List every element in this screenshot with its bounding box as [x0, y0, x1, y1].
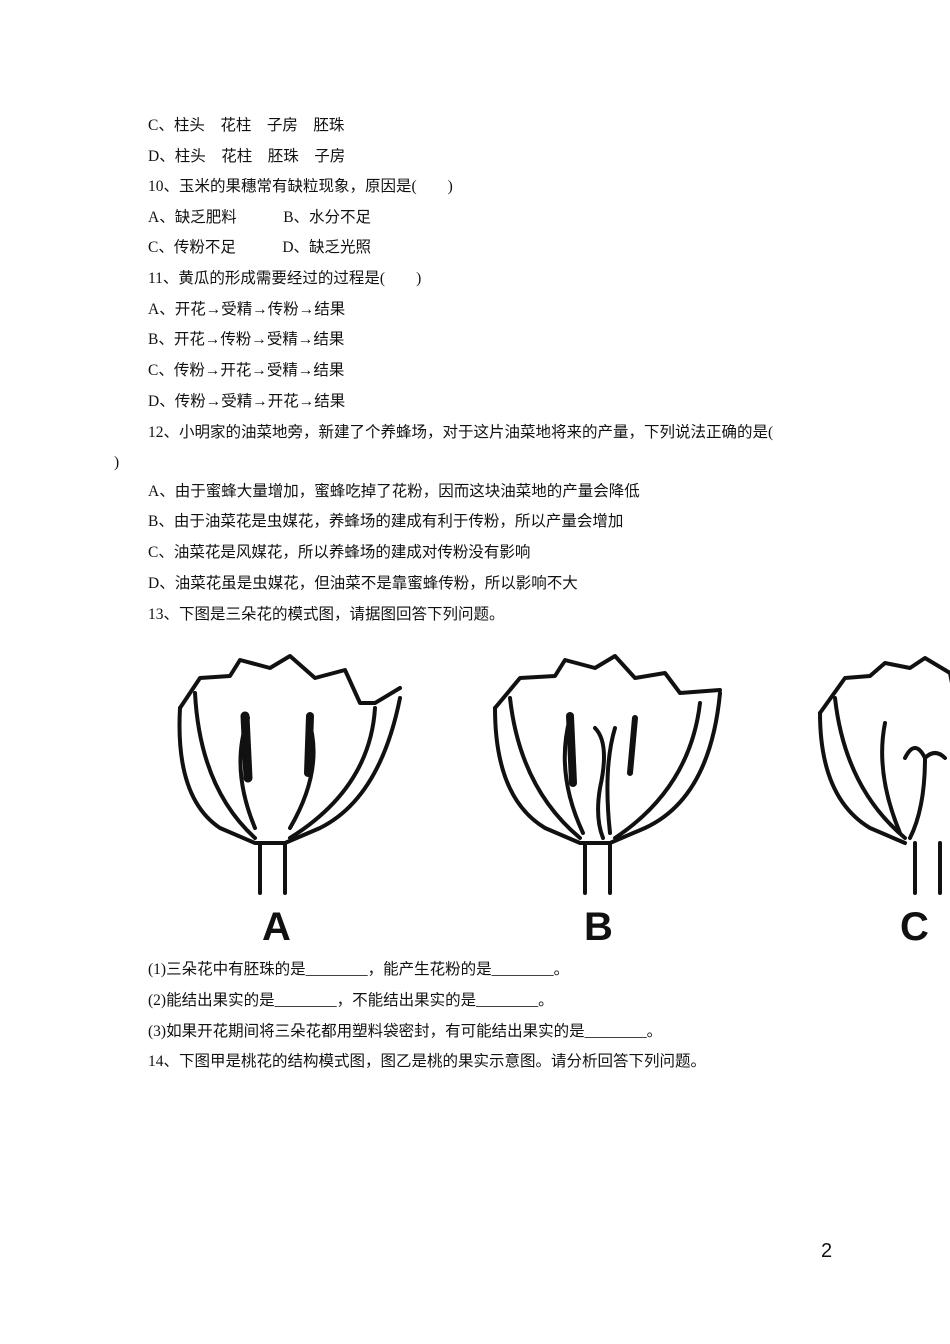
- option-9c: C、柱头 花柱 子房 胚珠: [148, 117, 345, 134]
- option-11c: C、传粉→开花→受精→结果: [148, 362, 345, 379]
- question-13: 13、下图是三朵花的模式图，请据图回答下列问题。: [148, 606, 505, 623]
- question-11: 11、黄瓜的形成需要经过的过程是( ): [148, 270, 422, 287]
- question-14: 14、下图甲是桃花的结构模式图，图乙是桃的果实示意图。请分析回答下列问题。: [148, 1053, 707, 1070]
- question-12-cont: ): [114, 454, 120, 471]
- option-11a: A、开花→受精→传粉→结果: [148, 301, 346, 318]
- question-13-3: (3)如果开花期间将三朵花都用塑料袋密封，有可能结出果实的是________。: [148, 1023, 663, 1040]
- page-number: 2: [821, 1240, 833, 1262]
- options-10-ab: A、缺乏肥料 B、水分不足: [148, 209, 372, 226]
- options-10-cd: C、传粉不足 D、缺乏光照: [148, 239, 372, 256]
- figure-label-b: B: [584, 905, 613, 949]
- option-11d: D、传粉→受精→开花→结果: [148, 393, 346, 410]
- question-12: 12、小明家的油菜地旁，新建了个养蜂场，对于这片油菜地将来的产量，下列说法正确的…: [148, 424, 774, 441]
- option-12a: A、由于蜜蜂大量增加，蜜蜂吃掉了花粉，因而这块油菜地的产量会降低: [148, 483, 640, 500]
- option-12b: B、由于油菜花是虫媒花，养蜂场的建成有利于传粉，所以产量会增加: [148, 513, 624, 530]
- option-11b: B、开花→传粉→受精→结果: [148, 331, 345, 348]
- question-10: 10、玉米的果穗常有缺粒现象，原因是( ): [148, 178, 453, 195]
- question-13-1: (1)三朵花中有胚珠的是________，能产生花粉的是________。: [148, 961, 570, 978]
- option-9d: D、柱头 花柱 胚珠 子房: [148, 148, 346, 165]
- flower-b: [493, 654, 722, 895]
- flower-diagram: [177, 654, 950, 895]
- option-12c: C、油菜花是风媒花，所以养蜂场的建成对传粉没有影响: [148, 544, 531, 561]
- figure-label-a: A: [262, 905, 291, 949]
- question-13-2: (2)能结出果实的是________，不能结出果实的是________。: [148, 992, 554, 1009]
- option-12d: D、油菜花虽是虫媒花，但油菜不是靠蜜蜂传粉，所以影响不大: [148, 575, 578, 592]
- figure-label-c: C: [900, 905, 929, 949]
- flower-c: [818, 656, 950, 895]
- flower-a: [177, 654, 402, 895]
